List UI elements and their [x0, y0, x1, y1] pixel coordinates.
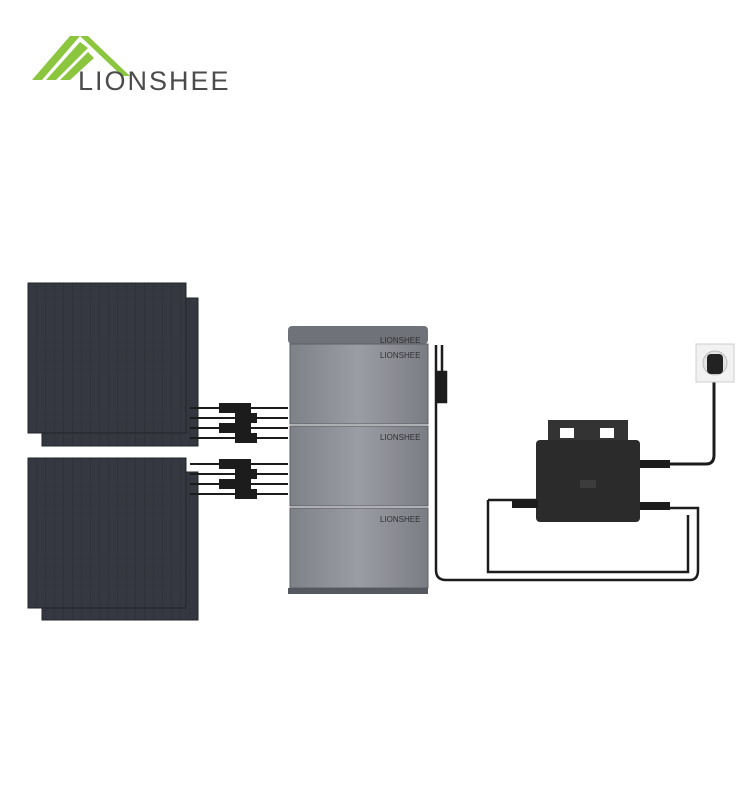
brand-logo: LIONSHEE — [30, 30, 340, 100]
solar-panel — [27, 457, 187, 609]
solar-panel — [27, 282, 187, 434]
ac-cable — [670, 370, 716, 466]
battery-module-brand: LIONSHEE — [380, 433, 420, 442]
brand-name: LIONSHEE — [78, 66, 231, 96]
panel-connectors — [190, 403, 288, 499]
battery-module-brand: LIONSHEE — [380, 351, 420, 360]
roof-logo-icon — [32, 36, 130, 80]
battery-top-brand: LIONSHEE — [380, 336, 420, 345]
battery-stack: LIONSHEE LIONSHEE LIONSHEE LIONSHEE — [288, 326, 429, 594]
dc-cable — [434, 345, 700, 582]
battery-module-brand: LIONSHEE — [380, 515, 420, 524]
wall-socket — [695, 343, 735, 383]
micro-inverter — [512, 420, 670, 522]
